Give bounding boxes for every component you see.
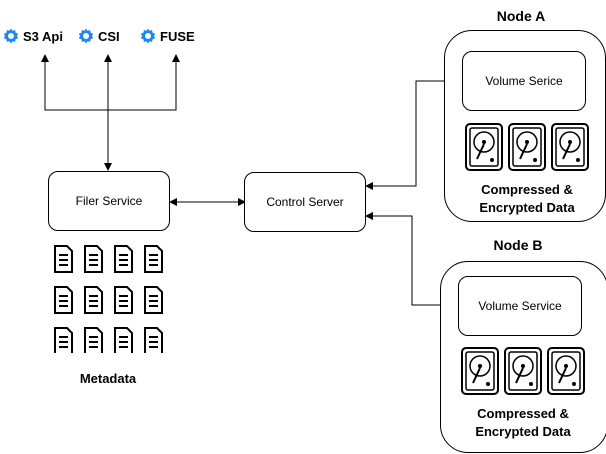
control-server-box: Control Server — [244, 172, 366, 232]
hard-drive-icon — [461, 347, 499, 395]
connector-control-to-node-b — [365, 212, 457, 309]
connector-control-to-node-a — [365, 77, 461, 190]
connector-fuse-to-filer — [108, 54, 180, 111]
gear-icon — [78, 28, 94, 44]
hard-drive-icon — [551, 123, 589, 171]
node-a-data-label: Compressed & Encrypted Data — [452, 181, 602, 217]
document-icon — [84, 327, 103, 355]
document-icon — [114, 286, 133, 314]
node-a-data-label-line2: Encrypted Data — [479, 200, 575, 215]
interface-csi: CSI — [77, 27, 120, 45]
document-icon — [54, 286, 73, 314]
metadata-document-grid — [50, 243, 170, 355]
node-a-volume-service: Volume Serice — [462, 51, 586, 111]
disk-group — [465, 123, 589, 171]
node-a-disks — [463, 121, 589, 173]
document-icon — [114, 245, 133, 273]
node-b-disks — [459, 345, 585, 397]
interface-s3-api: S3 Api — [2, 27, 63, 45]
node-b-data-label-line1: Compressed & — [477, 406, 569, 421]
document-icon — [144, 245, 163, 273]
hard-drive-icon — [465, 123, 503, 171]
node-b-volume-service: Volume Service — [458, 276, 582, 336]
node-b-data-label: Compressed & Encrypted Data — [448, 405, 598, 441]
node-b-title: Node B — [493, 237, 543, 253]
gear-icon — [140, 28, 156, 44]
document-icon — [114, 327, 133, 355]
connector-s3-to-filer — [41, 54, 108, 111]
filer-service-box: Filer Service — [48, 171, 170, 231]
document-icon — [54, 245, 73, 273]
node-b-data-label-line2: Encrypted Data — [475, 424, 571, 439]
document-icon — [144, 286, 163, 314]
node-a-data-label-line1: Compressed & — [481, 182, 573, 197]
disk-group — [461, 347, 585, 395]
node-a-title: Node A — [496, 8, 546, 24]
hard-drive-icon — [547, 347, 585, 395]
control-server-label: Control Server — [266, 195, 344, 209]
interface-fuse: FUSE — [139, 27, 195, 45]
gear-icon — [3, 28, 19, 44]
interface-label: S3 Api — [23, 28, 63, 44]
metadata-documents — [54, 245, 163, 355]
node-b-volume-label: Volume Service — [478, 299, 562, 313]
metadata-label: Metadata — [79, 371, 137, 386]
document-icon — [54, 327, 73, 355]
hard-drive-icon — [508, 123, 546, 171]
document-icon — [144, 327, 163, 355]
node-a-volume-label: Volume Serice — [485, 74, 563, 88]
interface-label: FUSE — [160, 28, 195, 44]
document-icon — [84, 245, 103, 273]
document-icon — [84, 286, 103, 314]
hard-drive-icon — [504, 347, 542, 395]
interface-label: CSI — [98, 28, 120, 44]
filer-service-label: Filer Service — [75, 194, 143, 208]
